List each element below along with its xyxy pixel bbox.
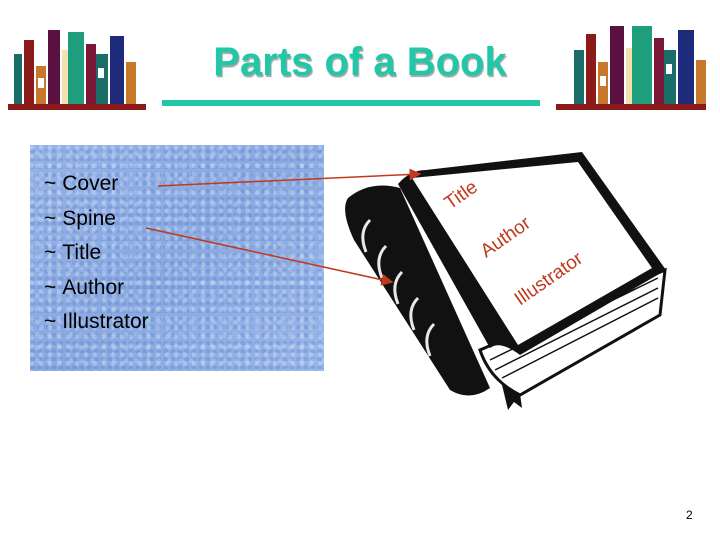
bullet-illustrator: Illustrator — [62, 310, 149, 333]
list-item: ~Illustrator — [44, 310, 149, 333]
book-illustration — [345, 152, 667, 410]
bullet-cover: Cover — [62, 172, 119, 195]
slide-title: Parts of a Book — [213, 40, 507, 84]
bullet-list: ~Cover ~Spine ~Title ~Author ~Illustrato… — [44, 172, 149, 345]
list-item: ~Spine — [44, 206, 116, 230]
bookshelf-icon — [8, 30, 146, 110]
list-item: ~Cover — [44, 172, 119, 195]
list-item: ~Author — [44, 275, 125, 299]
bullet-spine: Spine — [62, 206, 116, 230]
bookshelf-icon — [556, 26, 706, 110]
bullet-panel: ~Cover ~Spine ~Title ~Author ~Illustrato… — [30, 145, 324, 371]
title-underline — [162, 100, 540, 106]
bullet-author: Author — [62, 275, 125, 299]
bullet-title: Title — [62, 241, 102, 264]
page-number: 2 — [686, 508, 693, 522]
list-item: ~Title — [44, 241, 102, 264]
